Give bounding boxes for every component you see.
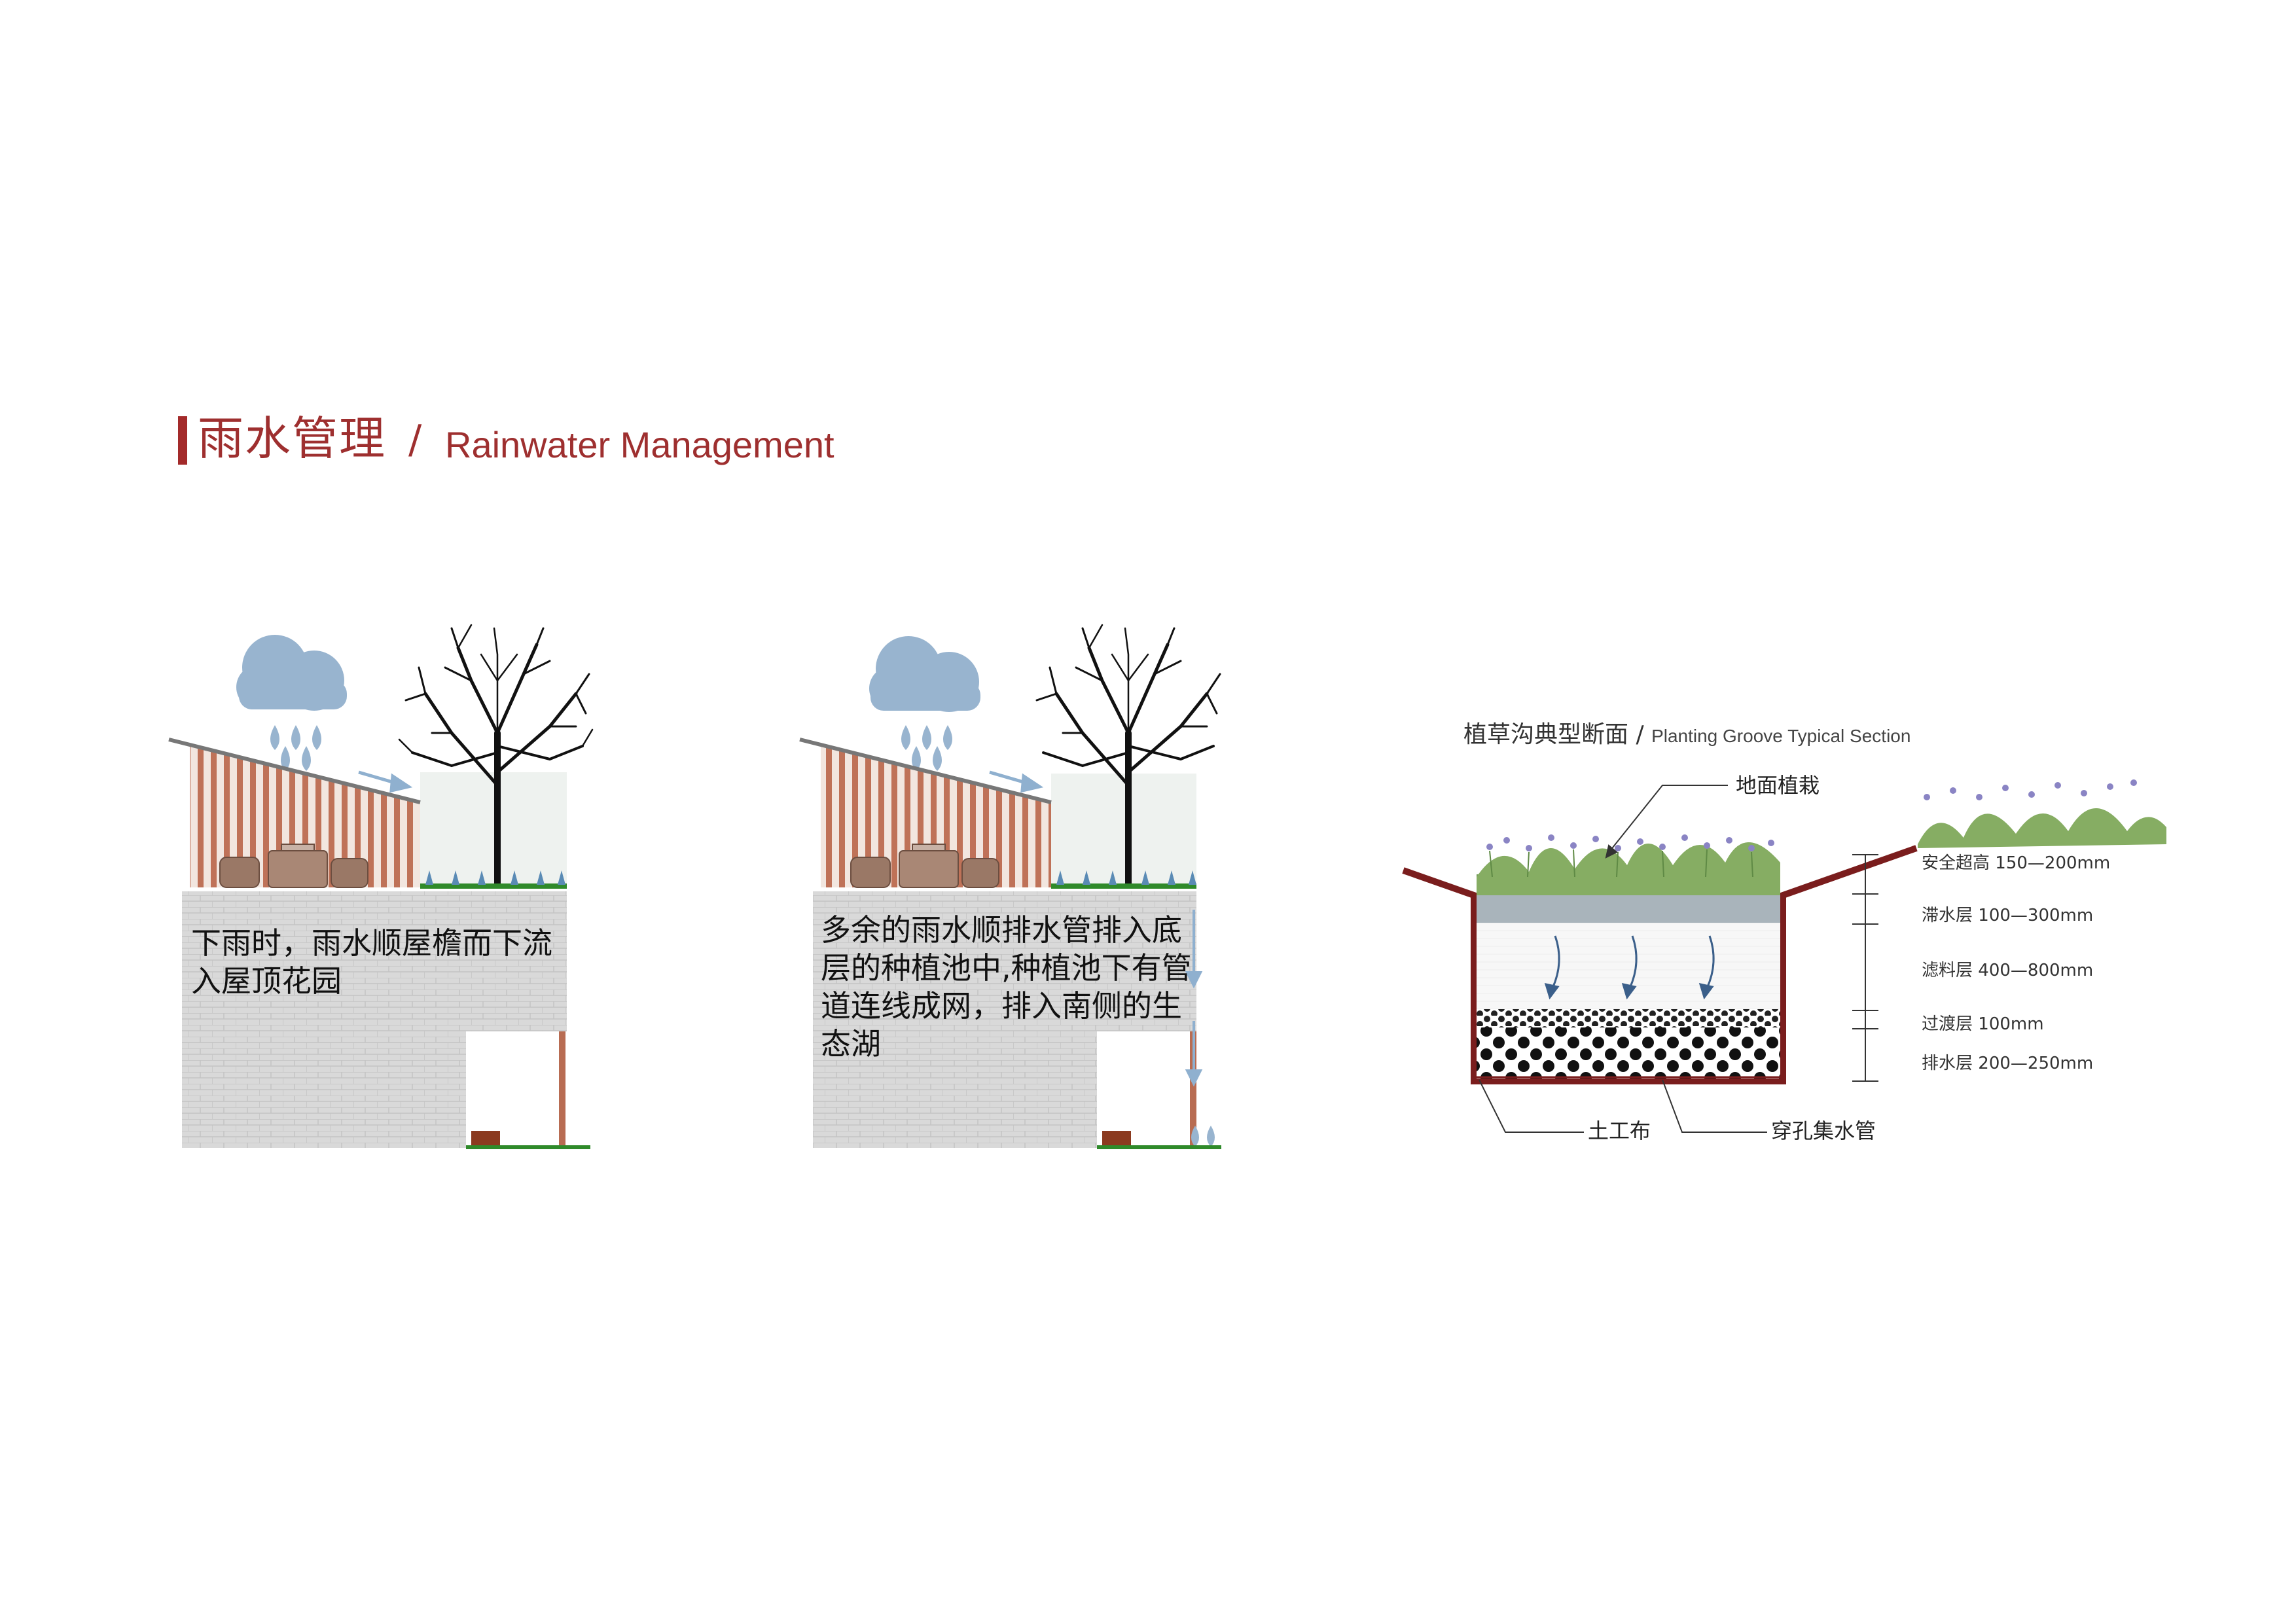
planting-groove-section — [1402, 779, 2166, 1133]
ground-grass — [1097, 1145, 1221, 1149]
tree-icon — [398, 624, 594, 887]
upper-floor-wall — [813, 891, 1196, 1031]
leader-lines — [1479, 785, 1767, 1133]
cloud-icon — [236, 635, 347, 711]
section-title-slash: / — [1636, 721, 1644, 748]
groove-plants — [1477, 834, 1780, 895]
planter-box — [1102, 1131, 1131, 1148]
grass-strip — [420, 883, 567, 889]
panel-middle-illustration — [799, 624, 1221, 1149]
outdoor-furniture — [850, 844, 999, 888]
downpipe — [1190, 1031, 1196, 1148]
page-title-en: Rainwater Management — [445, 424, 834, 465]
layer-label: 过渡层 100mm — [1922, 1014, 2044, 1034]
flow-arrow-icon — [358, 770, 413, 793]
raindrop-icon — [1191, 1126, 1215, 1147]
glass-backdrop — [1051, 774, 1196, 887]
side-plants — [1918, 779, 2166, 848]
roof-eave — [799, 738, 1052, 804]
label-geotextile: 土工布 — [1588, 1118, 1651, 1143]
title-accent-bar — [178, 416, 187, 465]
section-title-zh: 植草沟典型断面 — [1463, 721, 1629, 748]
drainage-layer — [1477, 1027, 1780, 1079]
raindrop-icon — [270, 725, 321, 771]
groove-outline — [1402, 845, 1918, 1084]
cloud-icon — [869, 636, 980, 712]
layer-label: 滞水层 100—300mm — [1922, 906, 2094, 925]
layer-label: 滤料层 400—800mm — [1922, 961, 2094, 980]
flow-arrow-icon — [989, 770, 1044, 793]
tree-icon — [1035, 624, 1221, 887]
section-title: 植草沟典型断面 / Planting Groove Typical Sectio… — [1463, 719, 1910, 753]
title-separator: / — [408, 417, 422, 463]
caption-middle: 多余的雨水顺排水管排入底层的种植池中,种植池下有管道连线成网，排入南侧的生态湖 — [821, 912, 1192, 1061]
upper-floor-wall — [182, 891, 567, 1031]
dimension-line — [1852, 854, 1878, 1082]
plant-icon — [425, 870, 565, 885]
infiltration-arrow-icon — [1544, 935, 1715, 1000]
water-retention-layer — [1477, 894, 1780, 923]
transition-layer — [1477, 1009, 1780, 1027]
page-title-zh: 雨水管理 — [198, 412, 386, 465]
panel-left-illustration — [168, 624, 594, 1149]
roof-eave — [168, 738, 421, 804]
ground-grass — [466, 1145, 590, 1149]
layer-label: 安全超高 150—200mm — [1922, 853, 2111, 873]
caption-left: 下雨时，雨水顺屋檐而下流入屋顶花园 — [191, 925, 552, 999]
glass-backdrop — [420, 772, 567, 887]
planter-box — [471, 1131, 500, 1148]
layer-label: 排水层 200—250mm — [1922, 1054, 2094, 1073]
lower-floor-wall — [182, 1031, 466, 1148]
label-perforated-pipe: 穿孔集水管 — [1771, 1118, 1876, 1143]
downflow-arrow-icon — [1185, 910, 1203, 1087]
plant-icon — [1056, 870, 1196, 885]
wood-slat-wall — [821, 745, 1051, 887]
raindrop-icon — [901, 725, 952, 771]
section-title-en: Planting Groove Typical Section — [1651, 726, 1911, 746]
outdoor-furniture — [219, 844, 368, 888]
lower-floor-wall — [813, 1031, 1097, 1148]
label-ground-planting: 地面植栽 — [1736, 773, 1820, 798]
wood-slat-wall — [190, 745, 420, 887]
downpipe — [559, 1031, 565, 1148]
grass-strip — [1051, 883, 1196, 889]
